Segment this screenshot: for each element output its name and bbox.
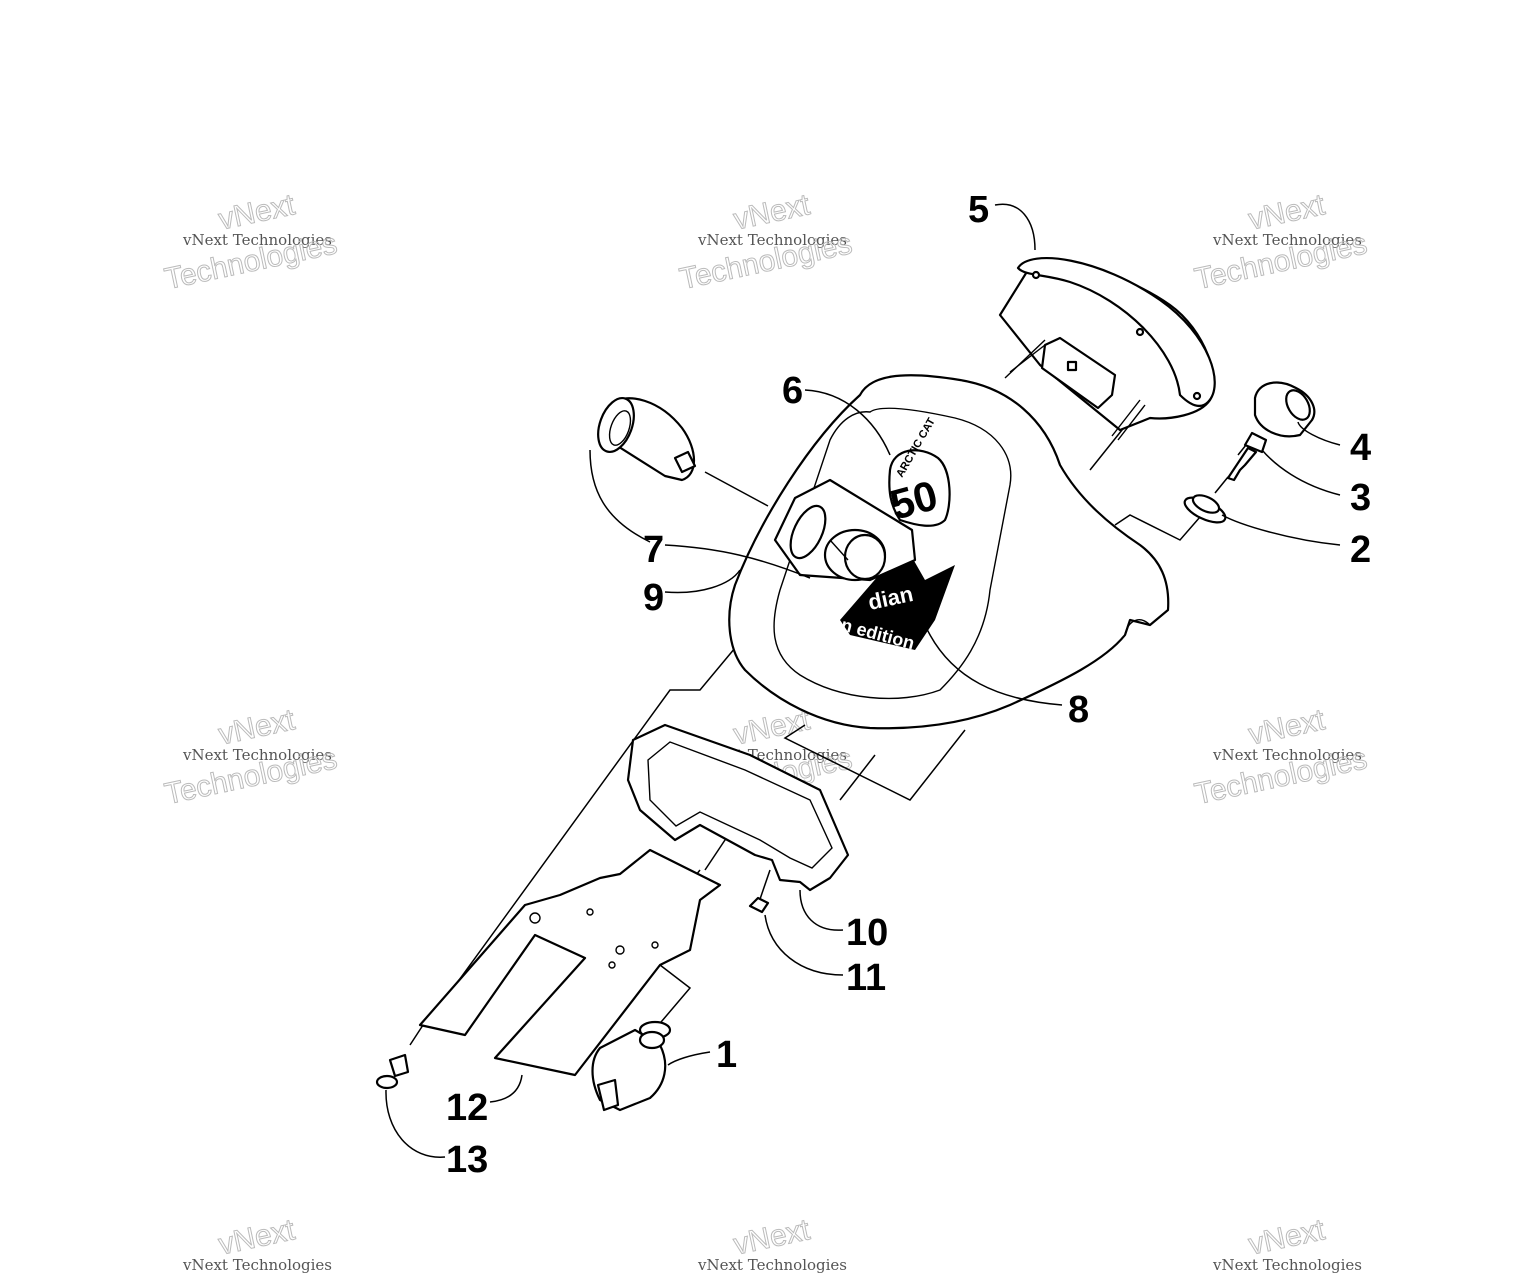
watermark: vNext vNext Technologies — [697, 1213, 847, 1274]
watermark-text: vNext Technologies — [182, 1256, 332, 1274]
outlet-mount-part — [773, 478, 917, 582]
watermark: vNext vNext Technologies Technologies — [676, 188, 855, 297]
callout-10: 10 — [846, 912, 888, 954]
watermark-text: vNext — [216, 1213, 299, 1261]
watermark: vNext vNext Technologies Technologies — [1191, 703, 1370, 812]
ignition-key-part — [1226, 431, 1268, 482]
watermark-text: vNext — [1246, 1213, 1329, 1261]
callout-5: 5 — [968, 189, 989, 231]
callout-12: 12 — [446, 1087, 488, 1129]
watermark-text: vNext Technologies — [1212, 746, 1362, 764]
bracket-part — [418, 848, 722, 1077]
callout-2: 2 — [1350, 529, 1371, 571]
bezel-part — [626, 723, 850, 892]
callout-3: 3 — [1350, 477, 1371, 519]
callout-11: 11 — [846, 957, 886, 999]
handlebar-cover-part — [728, 374, 1170, 730]
watermark-text: vNext Technologies — [1212, 231, 1362, 249]
watermark: vNext vNext Technologies Technologies — [1191, 188, 1370, 297]
callout-7: 7 — [643, 529, 664, 571]
callout-13: 13 — [446, 1139, 488, 1181]
watermark-text: vNext Technologies — [697, 231, 847, 249]
watermark-text: vNext Technologies — [1212, 1256, 1362, 1274]
watermark-text: vNext Technologies — [182, 231, 332, 249]
callout-4: 4 — [1350, 427, 1371, 469]
callout-8: 8 — [1068, 689, 1089, 731]
key-switch-part — [591, 1020, 672, 1112]
watermark-text: vNext — [731, 188, 814, 236]
watermark-text: vNext — [1246, 703, 1329, 751]
watermark-text: vNext — [216, 703, 299, 751]
leader-lines — [385, 203, 1341, 1158]
watermark-text: vNext Technologies — [182, 746, 332, 764]
callout-6: 6 — [782, 370, 803, 412]
watermark-text: vNext — [216, 188, 299, 236]
power-outlet-part — [597, 397, 697, 482]
watermark: vNext vNext Technologies Technologies — [161, 188, 340, 297]
clip-part — [748, 896, 770, 914]
rivet-part — [375, 1053, 410, 1090]
watermark-text: vNext Technologies — [697, 1256, 847, 1274]
callout-9: 9 — [643, 577, 664, 619]
key-cap-part — [1253, 381, 1316, 438]
callout-1: 1 — [716, 1034, 737, 1076]
gauge-part — [998, 257, 1216, 441]
watermark: vNext vNext Technologies — [1212, 1213, 1362, 1274]
watermark-text: vNext — [1246, 188, 1329, 236]
callout-labels: 5 4 3 2 6 7 9 8 10 11 1 12 13 — [446, 189, 1371, 1181]
watermark: vNext vNext Technologies — [182, 1213, 332, 1274]
nut-part — [1183, 494, 1227, 524]
watermark-text: vNext — [731, 1213, 814, 1261]
watermark: vNext vNext Technologies Technologies — [161, 703, 340, 812]
